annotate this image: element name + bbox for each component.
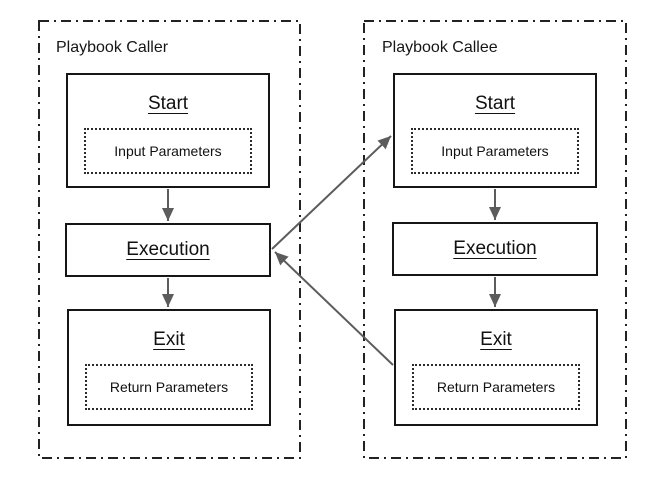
- param-label: Input Parameters: [114, 143, 222, 159]
- param-label: Return Parameters: [109, 379, 229, 395]
- node-caller-exit: Exit Return Parameters: [67, 309, 271, 426]
- node-callee-execution: Execution: [392, 222, 598, 276]
- node-title: Exit: [480, 329, 512, 350]
- node-title: Start: [474, 93, 516, 114]
- node-callee-exit: Exit Return Parameters: [394, 309, 598, 426]
- group-title-caller: Playbook Caller: [56, 39, 169, 56]
- param-box: Return Parameters: [412, 364, 580, 410]
- arrow-callee-exit-to-caller-execution: [274, 251, 394, 366]
- node-caller-execution: Execution: [65, 223, 271, 277]
- param-box: Return Parameters: [85, 364, 253, 410]
- node-callee-start: Start Input Parameters: [393, 73, 597, 188]
- param-box: Input Parameters: [84, 128, 252, 174]
- node-title: Start: [147, 93, 189, 114]
- node-title: Exit: [153, 329, 185, 350]
- node-caller-start: Start Input Parameters: [66, 73, 270, 188]
- node-title: Execution: [126, 239, 210, 260]
- node-title: Execution: [453, 238, 537, 259]
- arrow-caller-execution-to-callee-start: [271, 135, 392, 250]
- param-box: Input Parameters: [411, 128, 579, 174]
- group-title-callee: Playbook Callee: [382, 39, 498, 56]
- callee-group-outline: [363, 20, 627, 459]
- param-label: Return Parameters: [436, 379, 556, 395]
- param-label: Input Parameters: [441, 143, 549, 159]
